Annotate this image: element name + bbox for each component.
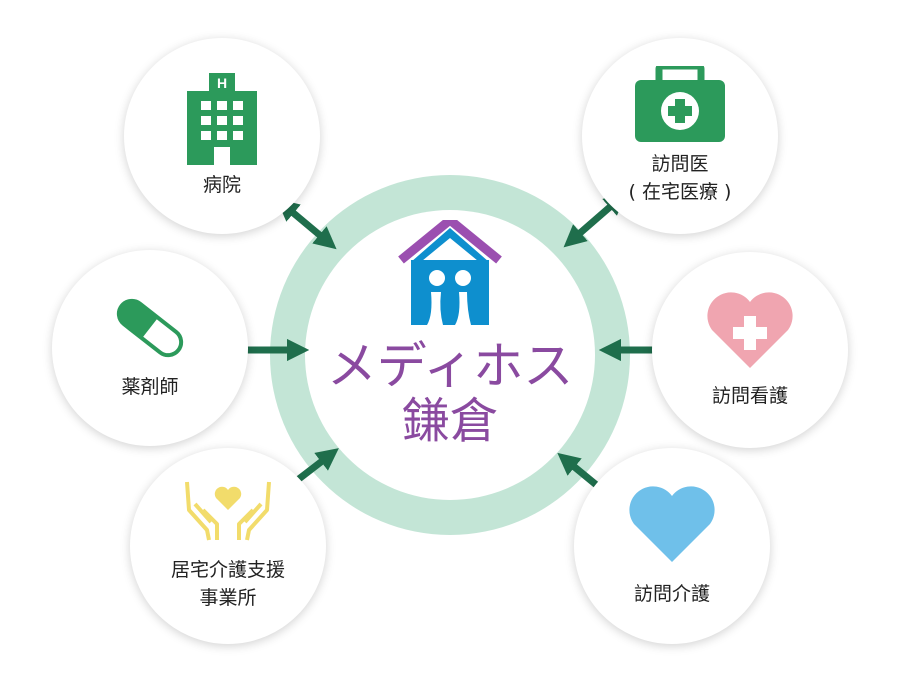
node-label: 薬剤師 [121, 376, 179, 398]
node-label-line2: 事業所 [199, 587, 257, 609]
node-hospital: H 病院 [124, 38, 320, 234]
node-visiting-doctor: 訪問医 ( 在宅医療 ) [582, 38, 778, 234]
node-label: 訪問介護 [633, 583, 710, 605]
arrow-visiting-doctor [563, 192, 627, 248]
medical-bag-icon [635, 66, 725, 142]
hospital-building-icon: H [187, 73, 257, 165]
node-sublabel: ( 在宅医療 ) [628, 181, 732, 203]
node-visiting-care: 訪問介護 [574, 448, 770, 644]
node-care-support: 居宅介護支援 事業所 [130, 448, 326, 644]
node-label: 訪問看護 [711, 385, 788, 407]
brand-location: 鎌倉 [401, 393, 498, 449]
center-core: メディホス 鎌倉 [305, 210, 595, 500]
house-family-logo [398, 220, 502, 325]
node-label: 居宅介護支援 [170, 559, 285, 581]
node-visiting-nursing: 訪問看護 [652, 252, 848, 448]
capsule-icon [116, 298, 184, 358]
node-label: 病院 [202, 174, 241, 196]
arrow-hospital [276, 198, 337, 250]
brand-name: メディホス [326, 337, 574, 395]
node-pharmacist: 薬剤師 [52, 250, 248, 446]
svg-text:H: H [217, 75, 227, 91]
hands-heart-icon [185, 481, 271, 541]
node-label: 訪問医 [651, 153, 709, 175]
heart-icon [629, 486, 715, 562]
heart-cross-icon [707, 292, 793, 368]
